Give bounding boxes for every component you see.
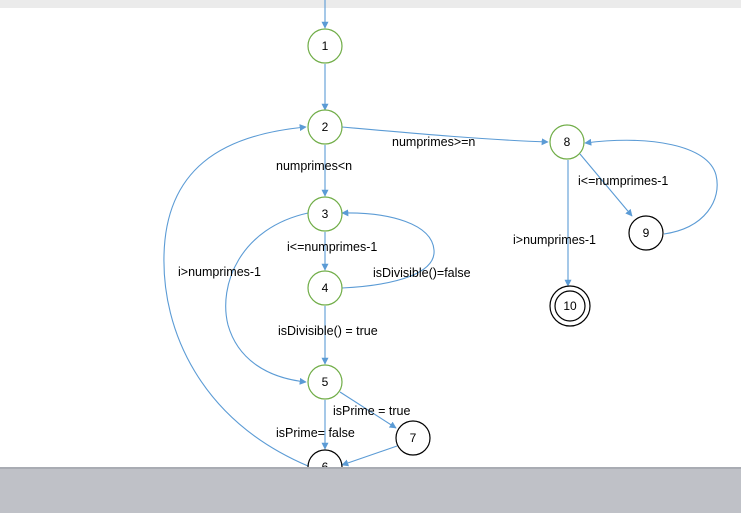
node-2: 2 [307, 109, 343, 145]
edge-label-4-5: isDivisible() = true [278, 324, 378, 338]
bottom-band [0, 467, 741, 513]
node-9-label: 9 [643, 226, 650, 240]
node-4-label: 4 [322, 281, 329, 295]
bottom-band-edge [0, 467, 741, 469]
node-1: 1 [307, 28, 343, 64]
node-6: 6 [307, 449, 343, 467]
edge-5-7 [339, 391, 397, 429]
edge-label-5-7: isPrime = true [333, 404, 411, 418]
node-1-label: 1 [322, 39, 329, 53]
edge-label-3-4: i<=numprimes-1 [287, 240, 377, 254]
node-3: 3 [307, 196, 343, 232]
node-8-label: 8 [564, 135, 571, 149]
edge-label-4-3: isDivisible()=false [373, 266, 471, 280]
edge-3-5 [225, 212, 309, 385]
node-5: 5 [307, 364, 343, 400]
edge-6-2 [163, 124, 309, 467]
control-flow-graph: numprimes<n numprimes>=n i<=numprimes-1 … [163, 0, 718, 467]
edge-label-5-6: isPrime= false [276, 426, 355, 440]
edge-8-9 [579, 153, 633, 217]
node-3-label: 3 [322, 207, 329, 221]
node-10: 10 [549, 285, 591, 327]
edge-label-8-9: i<=numprimes-1 [578, 174, 668, 188]
edge-label-2-8: numprimes>=n [392, 135, 475, 149]
edge-label-2-3: numprimes<n [276, 159, 352, 173]
node-8: 8 [549, 124, 585, 160]
node-6-label: 6 [322, 460, 329, 467]
node-2-label: 2 [322, 120, 329, 134]
node-5-label: 5 [322, 375, 329, 389]
node-7-label: 7 [410, 431, 417, 445]
top-strip [0, 0, 741, 8]
node-10-label: 10 [563, 299, 577, 313]
node-7: 7 [395, 420, 431, 456]
edge-9-8 [584, 138, 718, 235]
node-9: 9 [628, 215, 664, 251]
edge-2-8 [341, 126, 549, 146]
node-4: 4 [307, 270, 343, 306]
edge-4-3 [341, 209, 435, 289]
edge-7-6 [341, 445, 398, 467]
edge-label-8-10: i>numprimes-1 [513, 233, 596, 247]
edge-label-3-5: i>numprimes-1 [178, 265, 261, 279]
